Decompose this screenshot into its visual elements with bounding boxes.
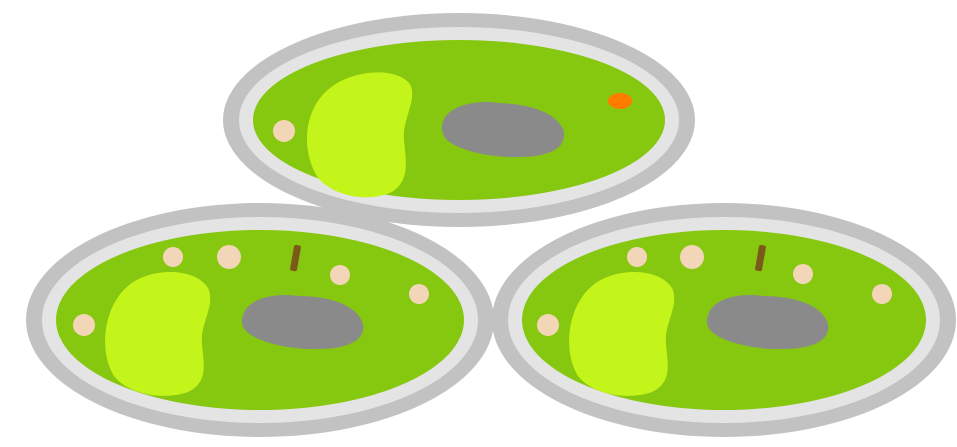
- granule: [793, 264, 813, 284]
- cell-top: [223, 13, 695, 227]
- granule: [163, 247, 183, 267]
- granule: [872, 284, 892, 304]
- granule: [217, 245, 241, 269]
- cell-bottom-left: [26, 203, 494, 437]
- granule-left: [273, 120, 295, 142]
- granule-orange: [608, 93, 632, 109]
- granule: [627, 247, 647, 267]
- granule: [537, 314, 559, 336]
- granule: [73, 314, 95, 336]
- cell-bottom-right: [492, 203, 956, 437]
- granule: [330, 265, 350, 285]
- granule: [680, 245, 704, 269]
- granule: [409, 284, 429, 304]
